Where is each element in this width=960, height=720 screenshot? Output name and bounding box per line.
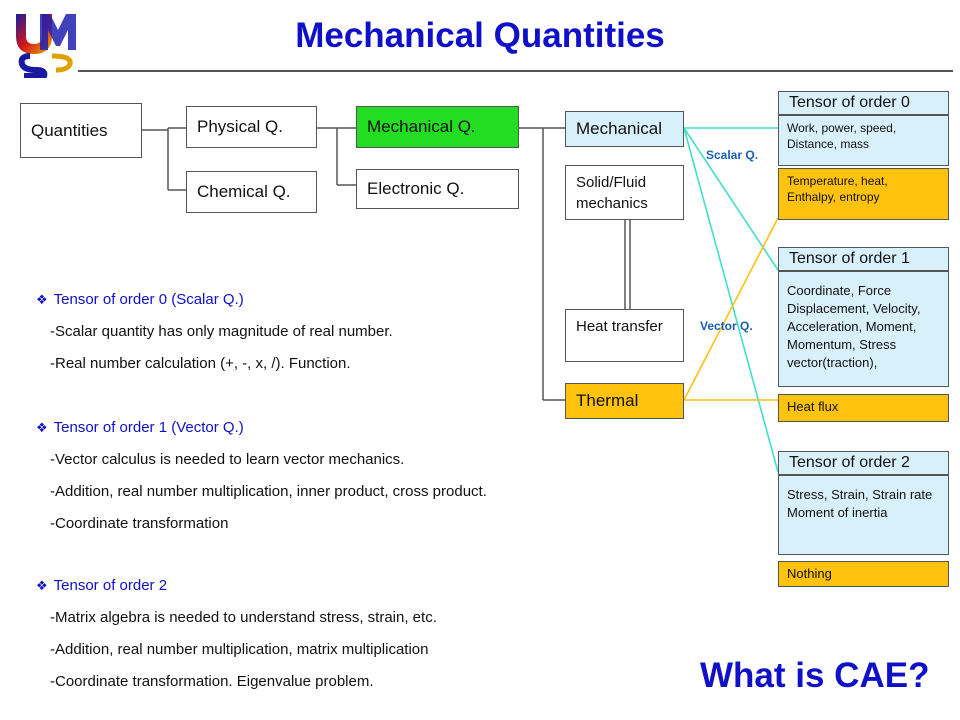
note-line: -Matrix algebra is needed to understand … — [50, 609, 437, 626]
tensor-order-0-header: Tensor of order 0 — [778, 91, 949, 115]
physical-q-box: Physical Q. — [186, 106, 317, 148]
note-line: -Addition, real number multiplication, i… — [50, 483, 487, 500]
electronic-q-box: Electronic Q. — [356, 169, 519, 209]
ums-logo — [16, 14, 76, 78]
thermal-box: Thermal — [565, 383, 684, 419]
title-underline — [78, 70, 953, 72]
diamond-bullet-icon: ❖ — [36, 420, 48, 435]
tensor-order-1-thermal: Heat flux — [778, 394, 949, 422]
note-block-2: ❖Tensor of order 2 -Matrix algebra is ne… — [36, 576, 437, 692]
note-heading-0: ❖Tensor of order 0 (Scalar Q.) — [36, 291, 244, 308]
chemical-q-box: Chemical Q. — [186, 171, 317, 213]
mechanical-box: Mechanical — [565, 111, 684, 147]
tensor-order-1-header: Tensor of order 1 — [778, 247, 949, 271]
note-line: -Coordinate transformation. Eigenvalue p… — [50, 673, 374, 690]
vector-q-label: Vector Q. — [700, 319, 753, 333]
note-heading-2: ❖Tensor of order 2 — [36, 577, 168, 594]
tensor-order-2-mechanical: Stress, Strain, Strain rate Moment of in… — [778, 475, 949, 555]
note-line: -Real number calculation (+, -, x, /). F… — [50, 355, 351, 372]
tensor-order-0-thermal: Temperature, heat, Enthalpy, entropy — [778, 168, 949, 220]
note-block-1: ❖Tensor of order 1 (Vector Q.) -Vector c… — [36, 418, 487, 534]
tensor-order-1-mechanical: Coordinate, Force Displacement, Velocity… — [778, 271, 949, 387]
note-heading-1: ❖Tensor of order 1 (Vector Q.) — [36, 419, 244, 436]
note-block-0: ❖Tensor of order 0 (Scalar Q.) -Scalar q… — [36, 290, 393, 374]
note-line: -Vector calculus is needed to learn vect… — [50, 451, 405, 468]
mechanical-q-box: Mechanical Q. — [356, 106, 519, 148]
quantities-box: Quantities — [20, 103, 142, 158]
tensor-order-0-mechanical: Work, power, speed, Distance, mass — [778, 115, 949, 166]
tensor-order-2-thermal: Nothing — [778, 561, 949, 587]
scalar-q-label: Scalar Q. — [706, 148, 759, 162]
diamond-bullet-icon: ❖ — [36, 578, 48, 593]
tensor-order-2-header: Tensor of order 2 — [778, 451, 949, 475]
what-is-cae-footer: What is CAE? — [700, 656, 930, 695]
note-line: -Scalar quantity has only magnitude of r… — [50, 323, 393, 340]
heat-transfer-box: Heat transfer — [565, 309, 684, 362]
note-line: -Addition, real number multiplication, m… — [50, 641, 429, 658]
diamond-bullet-icon: ❖ — [36, 292, 48, 307]
page-title: Mechanical Quantities — [295, 16, 665, 55]
solid-fluid-box: Solid/Fluid mechanics — [565, 165, 684, 220]
note-line: -Coordinate transformation — [50, 515, 229, 532]
